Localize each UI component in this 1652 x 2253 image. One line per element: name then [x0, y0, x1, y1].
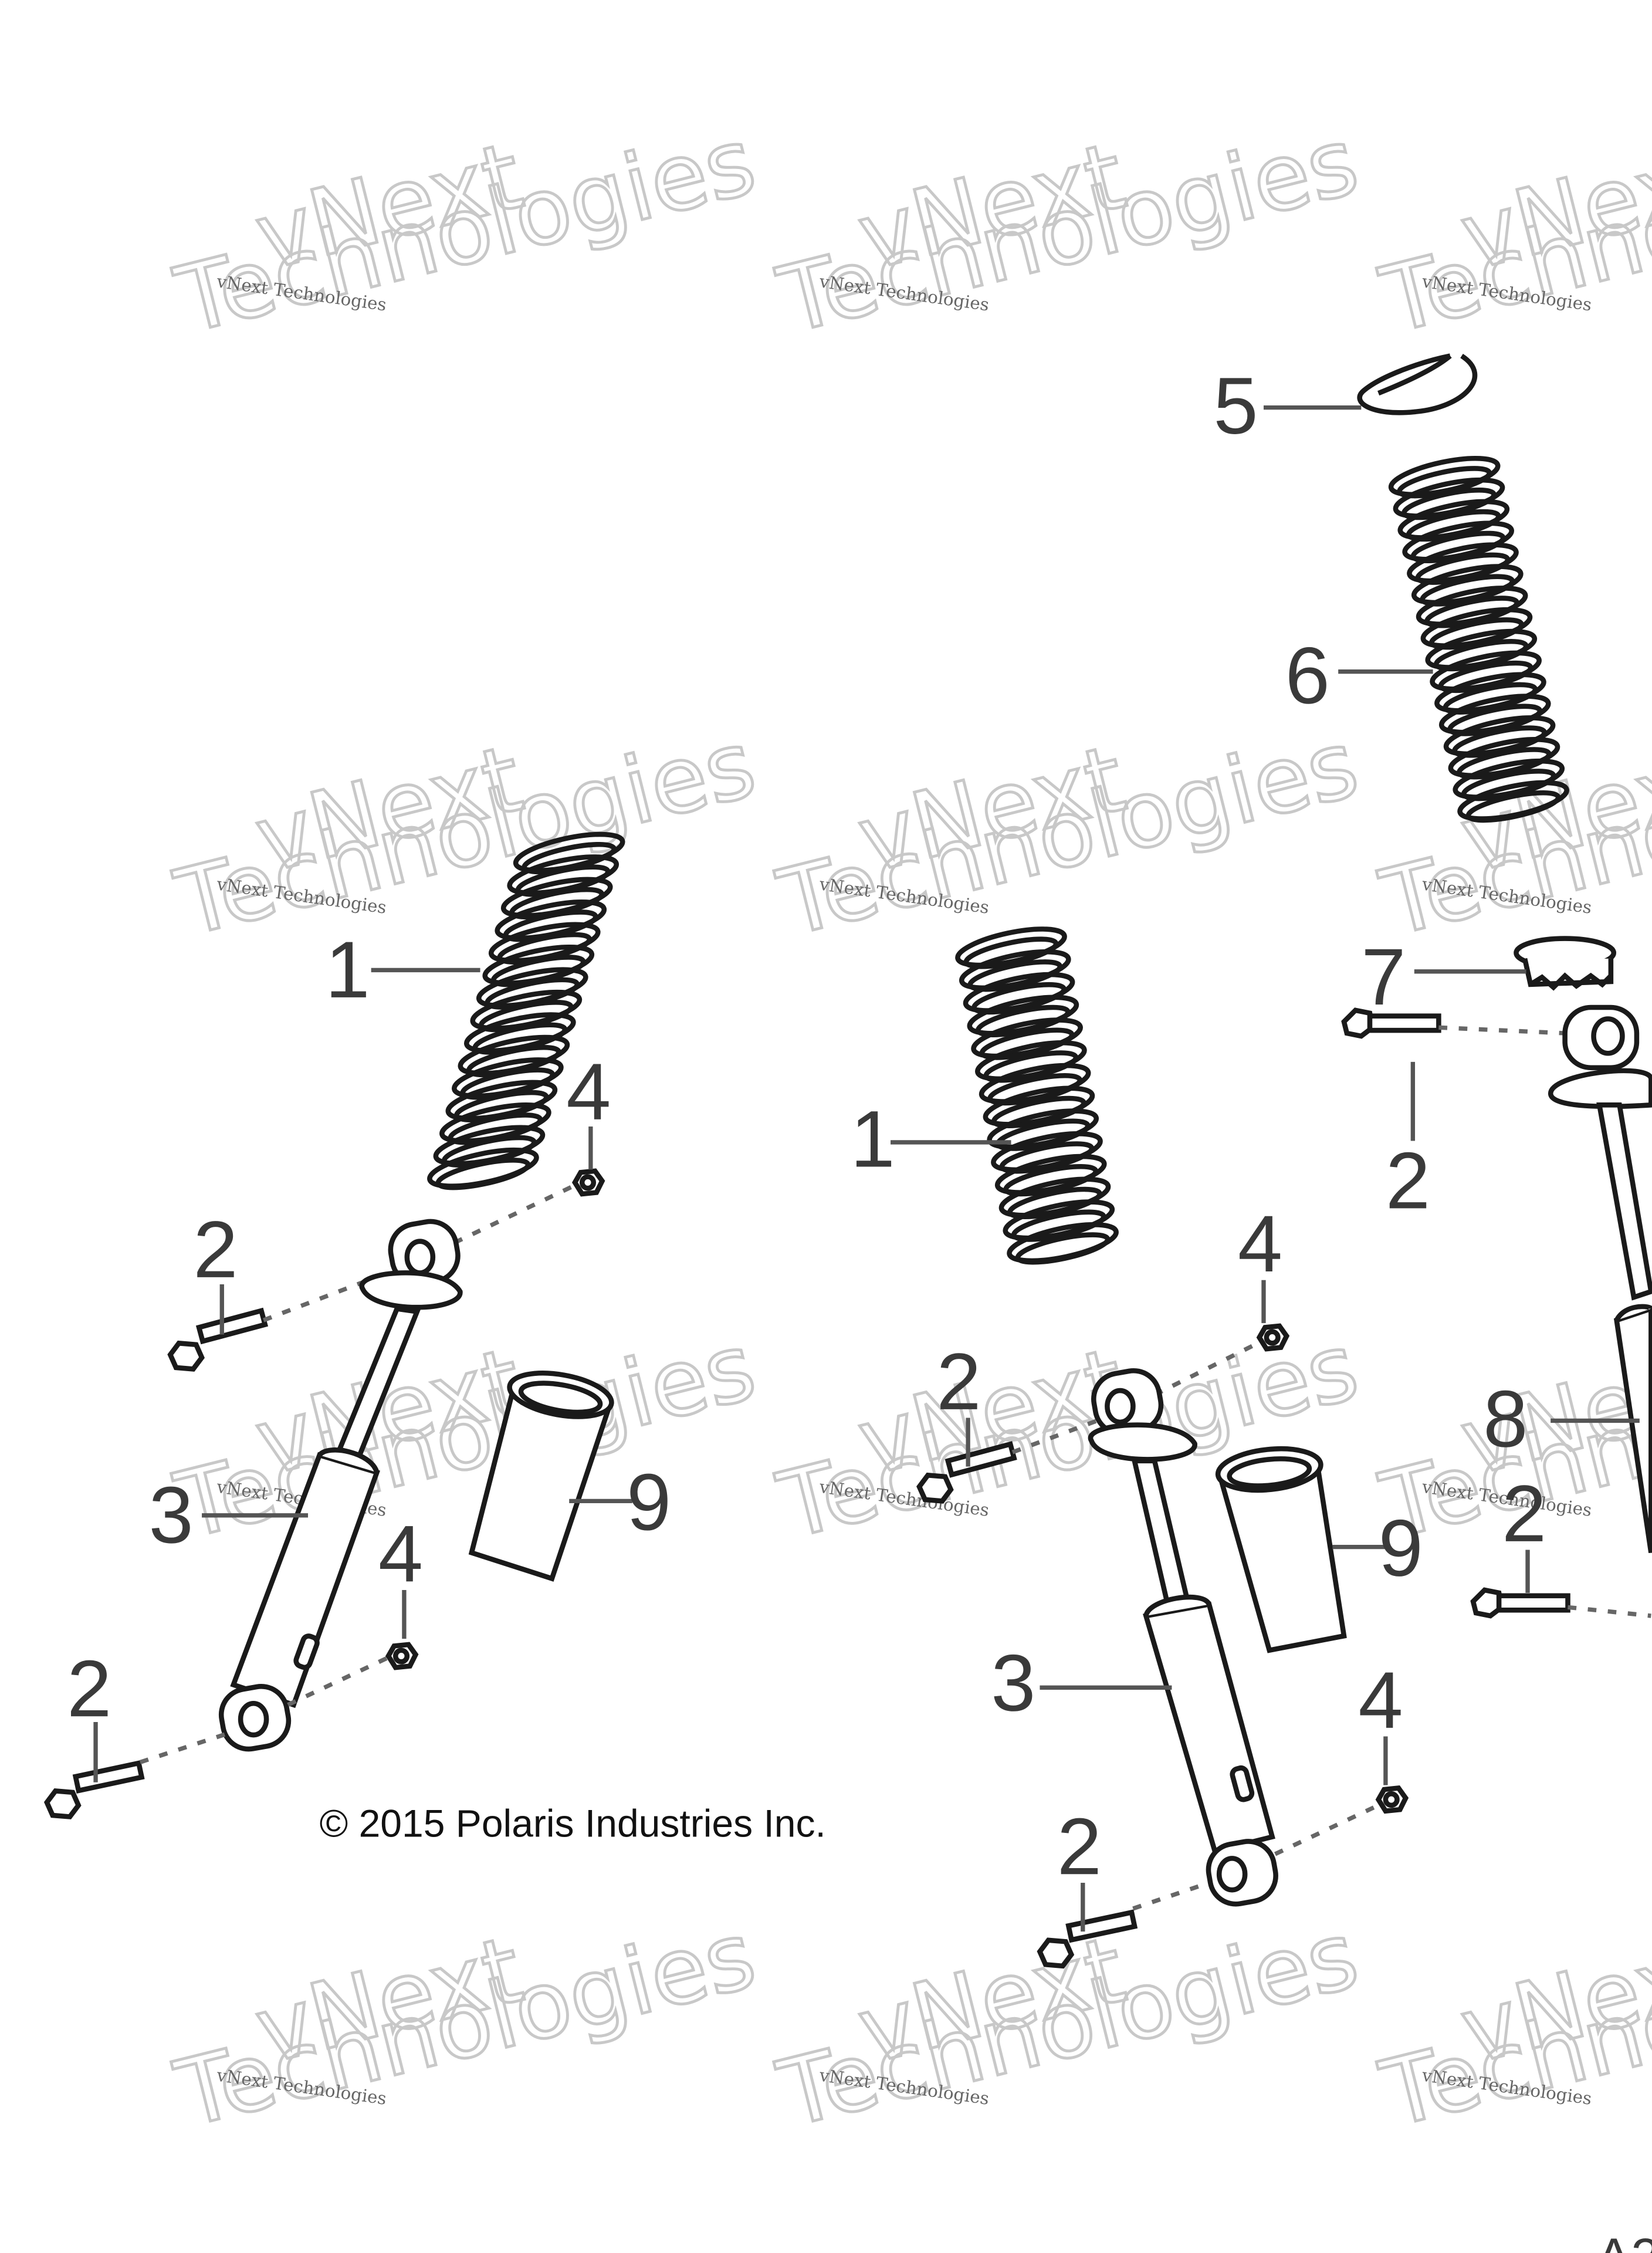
sleeve-middle — [1215, 1446, 1347, 1653]
spring-coil-inner — [435, 1158, 531, 1190]
callout-1-middle: 1 — [851, 1094, 895, 1184]
callout-2-left-top: 2 — [193, 1205, 238, 1295]
shock-left — [43, 1183, 576, 1819]
spring-coil-inner — [971, 982, 1067, 1015]
spring-coil-inner — [991, 1095, 1086, 1128]
nut-left-top — [571, 1168, 605, 1197]
spring-coil-inner — [1007, 1186, 1102, 1220]
callout-2-left-bottom: 2 — [67, 1644, 111, 1734]
watermark-big-bottom: Technologies — [1372, 1902, 1652, 2148]
nut-left-bottom — [385, 1642, 419, 1670]
callout-5: 5 — [1213, 361, 1258, 451]
shock-middle — [916, 1341, 1380, 1969]
callout-2-right-top: 2 — [1386, 1136, 1430, 1226]
watermark: vNext Technologies vNext Technologies — [165, 106, 766, 356]
spring-coil-inner — [979, 1027, 1075, 1060]
callout-8: 8 — [1483, 1374, 1528, 1464]
watermark: vNext Technologies vNext Technologies — [165, 1900, 766, 2149]
callout-7: 7 — [1361, 932, 1406, 1022]
callout-9-left: 9 — [627, 1457, 671, 1547]
callout-3-left: 3 — [149, 1470, 194, 1560]
spring-coil-inner — [987, 1073, 1083, 1106]
watermark-big-bottom: Technologies — [1372, 108, 1652, 354]
watermark: vNext Technologies vNext Technologies — [1370, 106, 1652, 356]
sleeve-left — [468, 1371, 614, 1582]
callout-2-middle-bottom: 2 — [1057, 1802, 1102, 1892]
callout-2-middle-top: 2 — [936, 1337, 981, 1427]
callout-4-middle-top: 4 — [1238, 1199, 1282, 1289]
spring-middle — [955, 926, 1119, 1265]
spring-coil-inner — [1011, 1209, 1106, 1242]
callout-9-middle: 9 — [1379, 1504, 1423, 1594]
large-spring-right — [1388, 455, 1569, 823]
spring-coil-inner — [999, 1141, 1095, 1174]
right-lower-bolt — [1470, 1587, 1651, 1619]
watermark: vNext Technologies vNext Technologies — [165, 709, 766, 958]
retaining-ring-part — [1357, 353, 1478, 415]
watermark: vNext Technologies vNext Technologies — [767, 709, 1369, 958]
watermark: vNext Technologies vNext Technologies — [1370, 1900, 1652, 2149]
callout-4-left-top: 4 — [566, 1047, 611, 1137]
callout-1-left: 1 — [325, 925, 370, 1015]
callout-4-left-bottom: 4 — [378, 1509, 423, 1599]
spring-coil-inner — [1015, 1232, 1111, 1265]
watermark: vNext Technologies vNext Technologies — [767, 106, 1369, 356]
nut-middle-top — [1256, 1323, 1290, 1352]
callout-6: 6 — [1285, 631, 1330, 720]
spring-left — [427, 831, 625, 1190]
watermark: vNext Technologies vNext Technologies — [165, 1312, 766, 1561]
spring-seat-part — [1514, 936, 1617, 991]
page-reference: A20 — [1596, 2228, 1652, 2253]
spring-coil-inner — [963, 936, 1059, 969]
callout-2-right-bottom: 2 — [1502, 1469, 1546, 1559]
spring-coil-inner — [983, 1050, 1079, 1083]
callout-4-middle-bottom: 4 — [1358, 1656, 1403, 1745]
spring-coil-inner — [975, 1004, 1071, 1037]
nut-middle-bottom — [1375, 1785, 1409, 1814]
copyright-notice: © 2015 Polaris Industries Inc. — [320, 1802, 826, 1845]
spring-coil-inner — [1465, 790, 1561, 823]
watermark: vNext Technologies vNext Technologies — [767, 1900, 1369, 2149]
callout-3-middle: 3 — [991, 1638, 1035, 1728]
spring-coil-inner — [1003, 1163, 1099, 1197]
spring-coil-inner — [967, 959, 1063, 992]
right-shock-partial — [1341, 1004, 1652, 1554]
